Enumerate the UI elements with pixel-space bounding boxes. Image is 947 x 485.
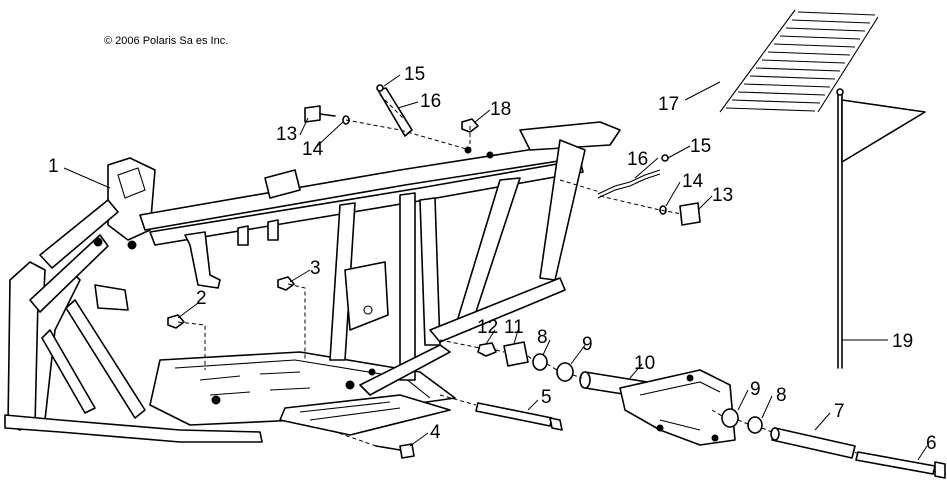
callout-5: 5 bbox=[541, 387, 552, 408]
callout-15-right: 15 bbox=[690, 136, 711, 157]
callout-17: 17 bbox=[658, 94, 679, 115]
callout-labels: 1 2 3 4 5 6 7 8 8 9 9 10 11 12 13 13 14 … bbox=[48, 64, 937, 454]
callout-10: 10 bbox=[634, 353, 655, 374]
callout-6: 6 bbox=[926, 433, 937, 454]
leader-lines bbox=[63, 74, 928, 461]
callout-7: 7 bbox=[834, 401, 845, 422]
hardware-parts bbox=[167, 9, 946, 479]
callout-15-left: 15 bbox=[404, 64, 425, 85]
callout-9-right: 9 bbox=[750, 379, 761, 400]
callout-8-left: 8 bbox=[537, 327, 548, 348]
frame-assembly bbox=[4, 121, 621, 443]
callout-13-left: 13 bbox=[276, 124, 297, 145]
callout-8-right: 8 bbox=[776, 385, 787, 406]
callout-11: 11 bbox=[504, 317, 524, 338]
callout-12: 12 bbox=[477, 317, 498, 338]
callout-3: 3 bbox=[310, 258, 321, 279]
callout-4: 4 bbox=[430, 422, 441, 443]
callout-16-right: 16 bbox=[627, 149, 648, 170]
swing-arm bbox=[579, 369, 736, 446]
assembly-lines bbox=[177, 94, 859, 455]
callout-18: 18 bbox=[490, 99, 511, 120]
flag bbox=[836, 88, 926, 369]
callout-2: 2 bbox=[196, 288, 207, 309]
decal-stack bbox=[719, 9, 879, 113]
copyright-notice: © 2006 Polaris Sa es Inc. bbox=[104, 35, 229, 47]
callout-13-right: 13 bbox=[712, 185, 733, 206]
callout-16-left: 16 bbox=[420, 91, 441, 112]
callout-14-right: 14 bbox=[682, 171, 704, 192]
callout-1: 1 bbox=[48, 156, 59, 177]
callout-19: 19 bbox=[892, 331, 913, 352]
callout-9-left: 9 bbox=[582, 334, 593, 355]
callout-14-left: 14 bbox=[302, 139, 324, 160]
